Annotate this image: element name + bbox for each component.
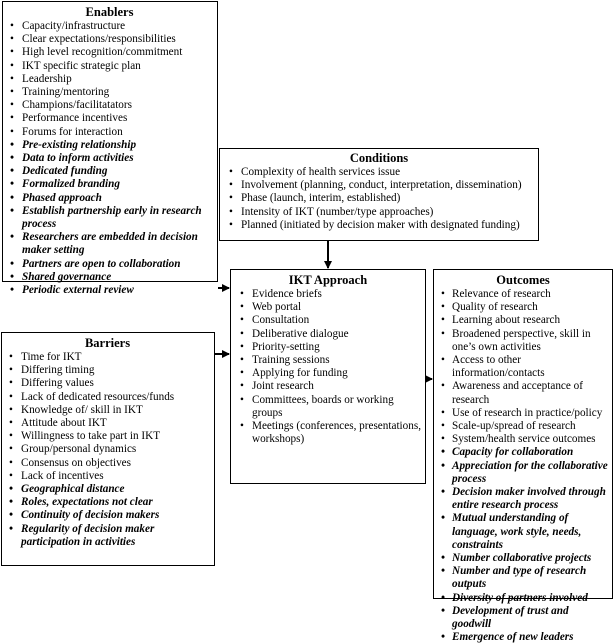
enablers-box: Enablers Capacity/infrastructureClear ex…	[2, 1, 218, 297]
list-item: Regularity of decision maker participati…	[4, 523, 211, 549]
list-item: Consultation	[235, 314, 421, 327]
list-item: Clear expectations/responsibilities	[5, 33, 214, 46]
list-item: Consensus on objectives	[4, 457, 211, 470]
list-item: Emergence of new leaders	[437, 631, 609, 644]
list-item: Partners are open to collaboration	[5, 258, 214, 271]
list-item: Deliberative dialogue	[235, 328, 421, 341]
list-item: Data to inform activities	[5, 152, 214, 165]
list-item: Applying for funding	[235, 367, 421, 380]
outcomes-box: Outcomes Relevance of researchQuality of…	[433, 269, 613, 644]
list-item: Lack of dedicated resources/funds	[4, 391, 211, 404]
barriers-list: Time for IKTDiffering timingDiffering va…	[4, 351, 211, 549]
list-item: Willingness to take part in IKT	[4, 430, 211, 443]
list-item: Joint research	[235, 380, 421, 393]
list-item: Training/mentoring	[5, 86, 214, 99]
conditions-list: Complexity of health services issueInvol…	[224, 166, 534, 232]
list-item: Evidence briefs	[235, 288, 421, 301]
list-item: Decision maker involved through entire r…	[437, 486, 609, 512]
connector-arrows	[215, 241, 433, 383]
enablers-list: Capacity/infrastructureClear expectation…	[5, 20, 214, 297]
list-item: Intensity of IKT (number/type approaches…	[224, 206, 534, 219]
conditions-title: Conditions	[349, 151, 409, 165]
list-item: Establish partnership early in research …	[5, 205, 214, 231]
list-item: Planned (initiated by decision maker wit…	[224, 219, 534, 232]
list-item: Differing timing	[4, 364, 211, 377]
list-item: Differing values	[4, 377, 211, 390]
list-item: Forums for interaction	[5, 126, 214, 139]
list-item: Dedicated funding	[5, 165, 214, 178]
list-item: Phase (launch, interim, established)	[224, 192, 534, 205]
list-item: Quality of research	[437, 301, 609, 314]
outcomes-title: Outcomes	[496, 273, 550, 287]
list-item: Leadership	[5, 73, 214, 86]
list-item: Appreciation for the collaborative proce…	[437, 460, 609, 486]
list-item: Involvement (planning, conduct, interpre…	[224, 179, 534, 192]
list-item: Time for IKT	[4, 351, 211, 364]
enablers-title: Enablers	[85, 5, 134, 19]
list-item: Broadened perspective, skill in one’s ow…	[437, 328, 609, 354]
list-item: Researchers are embedded in decision mak…	[5, 231, 214, 257]
list-item: Performance incentives	[5, 112, 214, 125]
list-item: Champions/facilitatators	[5, 99, 214, 112]
list-item: Capacity/infrastructure	[5, 20, 214, 33]
list-item: Pre-existing relationship	[5, 139, 214, 152]
list-item: Development of trust and goodwill	[437, 605, 609, 631]
list-item: Learning about research	[437, 314, 609, 327]
list-item: Attitude about IKT	[4, 417, 211, 430]
list-item: High level recognition/commitment	[5, 46, 214, 59]
list-item: Shared governance	[5, 271, 214, 284]
barriers-box: Barriers Time for IKTDiffering timingDif…	[1, 332, 215, 566]
list-item: Phased approach	[5, 192, 214, 205]
list-item: System/health service outcomes	[437, 433, 609, 446]
list-item: Roles, expectations not clear	[4, 496, 211, 509]
list-item: Group/personal dynamics	[4, 443, 211, 456]
list-item: Number and type of research outputs	[437, 565, 609, 591]
list-item: Periodic external review	[5, 284, 214, 297]
list-item: Use of research in practice/policy	[437, 407, 609, 420]
list-item: Capacity for collaboration	[437, 446, 609, 459]
ikt-approach-title: IKT Approach	[288, 273, 368, 287]
outcomes-list: Relevance of researchQuality of research…	[437, 288, 609, 644]
list-item: Committees, boards or working groups	[235, 394, 421, 420]
list-item: IKT specific strategic plan	[5, 60, 214, 73]
list-item: Scale-up/spread of research	[437, 420, 609, 433]
ikt-approach-list: Evidence briefsWeb portalConsultationDel…	[235, 288, 421, 446]
list-item: Priority-setting	[235, 341, 421, 354]
list-item: Formalized branding	[5, 178, 214, 191]
list-item: Awareness and acceptance of research	[437, 380, 609, 406]
list-item: Continuity of decision makers	[4, 509, 211, 522]
conditions-box: Conditions Complexity of health services…	[219, 148, 539, 241]
barriers-title: Barriers	[84, 336, 131, 350]
list-item: Knowledge of/ skill in IKT	[4, 404, 211, 417]
list-item: Geographical distance	[4, 483, 211, 496]
list-item: Web portal	[235, 301, 421, 314]
list-item: Access to other information/contacts	[437, 354, 609, 380]
list-item: Lack of incentives	[4, 470, 211, 483]
list-item: Complexity of health services issue	[224, 166, 534, 179]
list-item: Number collaborative projects	[437, 552, 609, 565]
ikt-approach-box: IKT Approach Evidence briefsWeb portalCo…	[230, 269, 426, 484]
list-item: Diversity of partners involved	[437, 592, 609, 605]
list-item: Relevance of research	[437, 288, 609, 301]
list-item: Training sessions	[235, 354, 421, 367]
list-item: Meetings (conferences, presentations, wo…	[235, 420, 421, 446]
list-item: Mutual understanding of language, work s…	[437, 512, 609, 552]
